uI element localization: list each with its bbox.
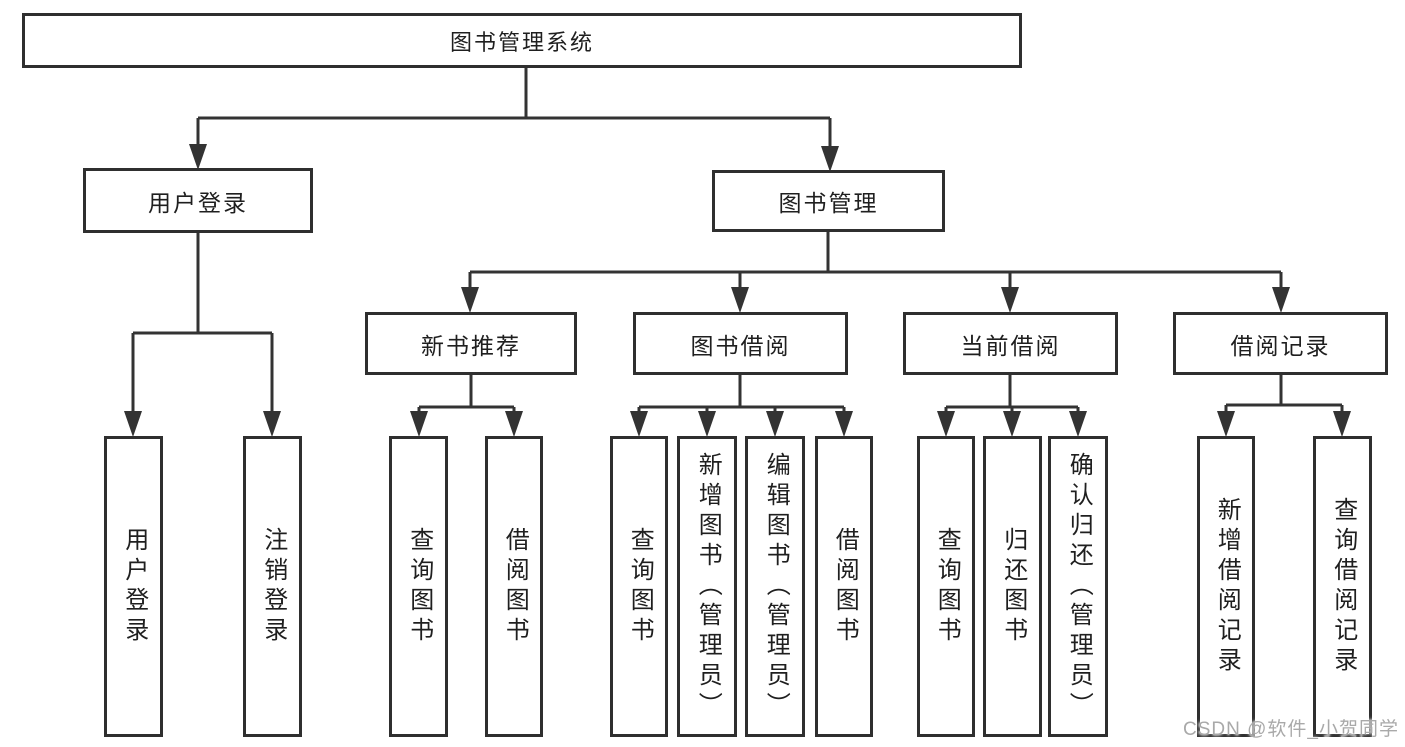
node-user-login-label: 用户登录 bbox=[148, 189, 248, 216]
arrowhead bbox=[1333, 411, 1351, 437]
leaf-current-query-book-label: 查询图书 bbox=[933, 526, 961, 647]
arrowhead bbox=[1217, 411, 1235, 437]
leaf-newbook-query-book-label: 查询图书 bbox=[405, 526, 433, 647]
leaf-current-return-book-label: 归还图书 bbox=[999, 526, 1027, 647]
leaf-newbook-query-book: 查询图书 bbox=[389, 436, 448, 737]
leaf-borrow-borrow-book-label: 借阅图书 bbox=[831, 526, 859, 647]
leaf-current-confirm-return-admin-label: 确认归还（管理员） bbox=[1065, 451, 1093, 722]
arrowhead bbox=[835, 411, 853, 437]
leaf-borrow-edit-book-admin: 编辑图书（管理员） bbox=[745, 436, 805, 737]
node-book-borrow: 图书借阅 bbox=[633, 312, 848, 375]
arrowhead bbox=[505, 411, 523, 437]
node-current-borrow-label: 当前借阅 bbox=[960, 332, 1061, 359]
leaf-borrow-edit-book-admin-label: 编辑图书（管理员） bbox=[762, 451, 790, 722]
node-book-management: 图书管理 bbox=[712, 170, 945, 232]
node-new-book-recommend: 新书推荐 bbox=[365, 312, 577, 375]
node-borrow-record-label: 借阅记录 bbox=[1230, 332, 1331, 359]
arrowhead bbox=[821, 146, 839, 172]
leaf-record-add-record: 新增借阅记录 bbox=[1197, 436, 1255, 737]
arrowhead bbox=[189, 144, 207, 170]
arrowhead bbox=[1272, 287, 1290, 313]
leaf-current-confirm-return-admin: 确认归还（管理员） bbox=[1048, 436, 1108, 737]
node-current-borrow: 当前借阅 bbox=[903, 312, 1118, 375]
csdn-watermark: CSDN @软件_小贺同学 bbox=[1183, 719, 1399, 740]
node-borrow-record: 借阅记录 bbox=[1173, 312, 1388, 375]
arrowhead bbox=[1003, 411, 1021, 437]
arrowhead bbox=[766, 411, 784, 437]
connector-current-borrow-children bbox=[944, 375, 1080, 413]
arrowhead bbox=[124, 411, 142, 437]
arrowheads bbox=[124, 144, 1351, 437]
leaf-borrow-borrow-book: 借阅图书 bbox=[815, 436, 873, 737]
leaf-borrow-query-book-label: 查询图书 bbox=[626, 526, 654, 647]
connector-new-book-children bbox=[417, 375, 516, 413]
arrowhead bbox=[937, 411, 955, 437]
leaf-newbook-borrow-book-label: 借阅图书 bbox=[501, 526, 529, 647]
arrowhead bbox=[410, 411, 428, 437]
leaf-logout: 注销登录 bbox=[243, 436, 302, 737]
node-new-book-recommend-label: 新书推荐 bbox=[421, 332, 521, 359]
node-root: 图书管理系统 bbox=[22, 13, 1022, 68]
arrowhead bbox=[1069, 411, 1087, 437]
leaf-borrow-add-book-admin-label: 新增图书（管理员） bbox=[694, 451, 722, 722]
arrowhead bbox=[263, 411, 281, 437]
connector-user-login-children bbox=[131, 233, 274, 413]
arrowhead bbox=[1001, 287, 1019, 313]
leaf-borrow-query-book: 查询图书 bbox=[610, 436, 668, 737]
leaf-current-query-book: 查询图书 bbox=[917, 436, 975, 737]
leaf-user-login: 用户登录 bbox=[104, 436, 163, 737]
leaf-record-query-record-label: 查询借阅记录 bbox=[1329, 496, 1357, 677]
arrowhead bbox=[630, 411, 648, 437]
leaf-record-add-record-label: 新增借阅记录 bbox=[1213, 496, 1241, 677]
connector-book-management-children bbox=[468, 232, 1283, 289]
leaf-current-return-book: 归还图书 bbox=[983, 436, 1042, 737]
arrowhead bbox=[461, 287, 479, 313]
leaf-record-query-record: 查询借阅记录 bbox=[1313, 436, 1372, 737]
leaf-newbook-borrow-book: 借阅图书 bbox=[485, 436, 543, 737]
leaf-logout-label: 注销登录 bbox=[259, 526, 287, 647]
node-book-borrow-label: 图书借阅 bbox=[690, 332, 791, 359]
arrowhead bbox=[731, 287, 749, 313]
connector-root-to-level2 bbox=[196, 68, 832, 148]
arrowhead bbox=[698, 411, 716, 437]
node-root-label: 图书管理系统 bbox=[449, 29, 594, 55]
leaf-user-login-label: 用户登录 bbox=[120, 526, 148, 647]
node-user-login: 用户登录 bbox=[83, 168, 313, 233]
connector-borrow-record-children bbox=[1224, 375, 1344, 413]
connector-book-borrow-children bbox=[637, 375, 846, 413]
node-book-management-label: 图书管理 bbox=[778, 190, 879, 216]
leaf-borrow-add-book-admin: 新增图书（管理员） bbox=[677, 436, 737, 737]
